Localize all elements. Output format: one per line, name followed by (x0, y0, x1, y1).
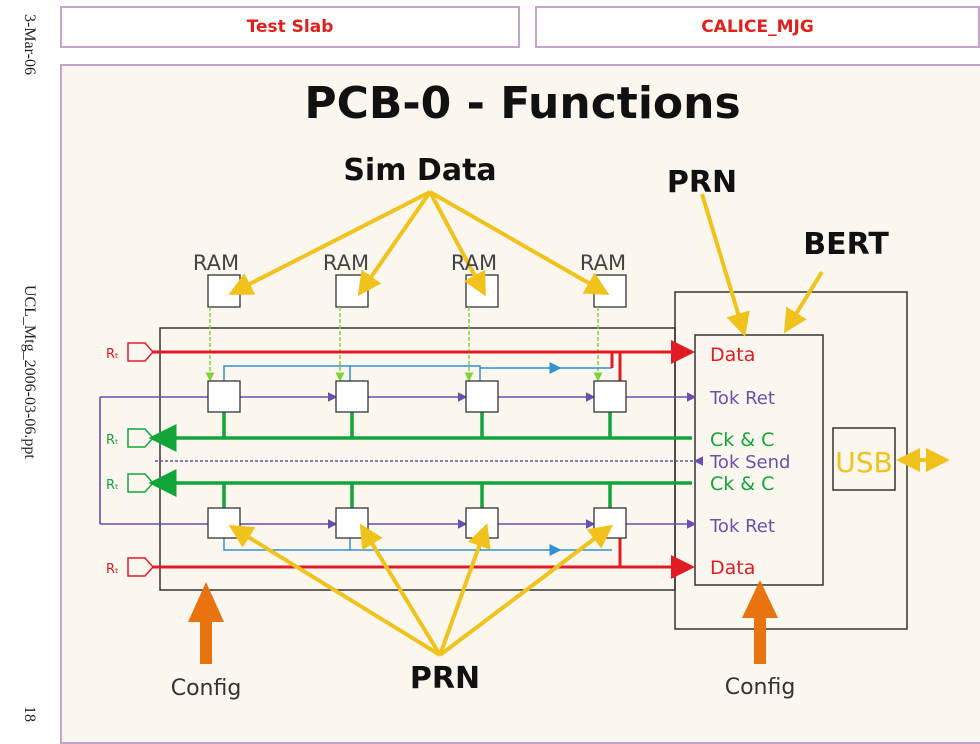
config-right-arrow (742, 580, 778, 664)
config-right-label: Config (725, 675, 796, 700)
sim-data-arrows (228, 190, 950, 472)
chip (593, 380, 627, 413)
config-left-label: Config (171, 676, 242, 701)
header-left-label: Test Slab (246, 17, 334, 37)
rx-label: Rₜ (106, 347, 119, 362)
signal-data-top: Data (710, 344, 755, 366)
usb-box (832, 427, 896, 491)
config-arrows (188, 580, 778, 664)
chip (335, 507, 369, 539)
receiver-symbols (127, 342, 155, 577)
header-right-box: CALICE_MJG (535, 6, 980, 48)
signal-tok-send: Tok Send (709, 452, 790, 473)
chips-row-top (207, 380, 627, 413)
token-lines (99, 392, 703, 529)
signal-tok-ret-bottom: Tok Ret (709, 516, 775, 537)
slide-page-number: 18 (21, 706, 38, 722)
header-right-label: CALICE_MJG (701, 17, 814, 37)
chip (207, 507, 241, 539)
ram-links (205, 307, 603, 382)
slide-title: PCB-0 - Functions (304, 78, 741, 129)
slide-filename: UCL_Mtg_2006-03-06.ppt (21, 285, 38, 459)
ram-label: RAM (323, 251, 369, 275)
ram-label: RAM (451, 251, 497, 275)
clock-lines (148, 412, 692, 508)
rx-label: Rₜ (106, 478, 119, 493)
prn-arrows (228, 523, 614, 657)
ram-label: RAM (580, 251, 626, 275)
slide-date: 3-Mar-06 (21, 14, 38, 75)
signal-tok-ret-top: Tok Ret (709, 388, 775, 409)
chip (465, 380, 499, 413)
signal-ck-c-bottom: Ck & C (710, 473, 774, 495)
sim-data-label: Sim Data (343, 153, 496, 188)
header-left-box: Test Slab (60, 6, 520, 48)
signal-ck-c-top: Ck & C (710, 429, 774, 451)
signal-data-bottom: Data (710, 557, 755, 579)
ram-label: RAM (193, 251, 239, 275)
bert-label: BERT (803, 227, 889, 262)
usb-label: USB (835, 446, 892, 479)
chips-row-bottom (207, 507, 627, 539)
prn-bottom-label: PRN (410, 661, 480, 696)
chip (335, 380, 369, 413)
chip (207, 380, 241, 413)
rx-label: Rₜ (106, 562, 119, 577)
config-left-arrow (188, 582, 224, 664)
ram-blocks (207, 274, 627, 308)
prn-top-label: PRN (667, 165, 737, 200)
readout-chain-lines (223, 352, 614, 556)
rx-label: Rₜ (106, 433, 119, 448)
